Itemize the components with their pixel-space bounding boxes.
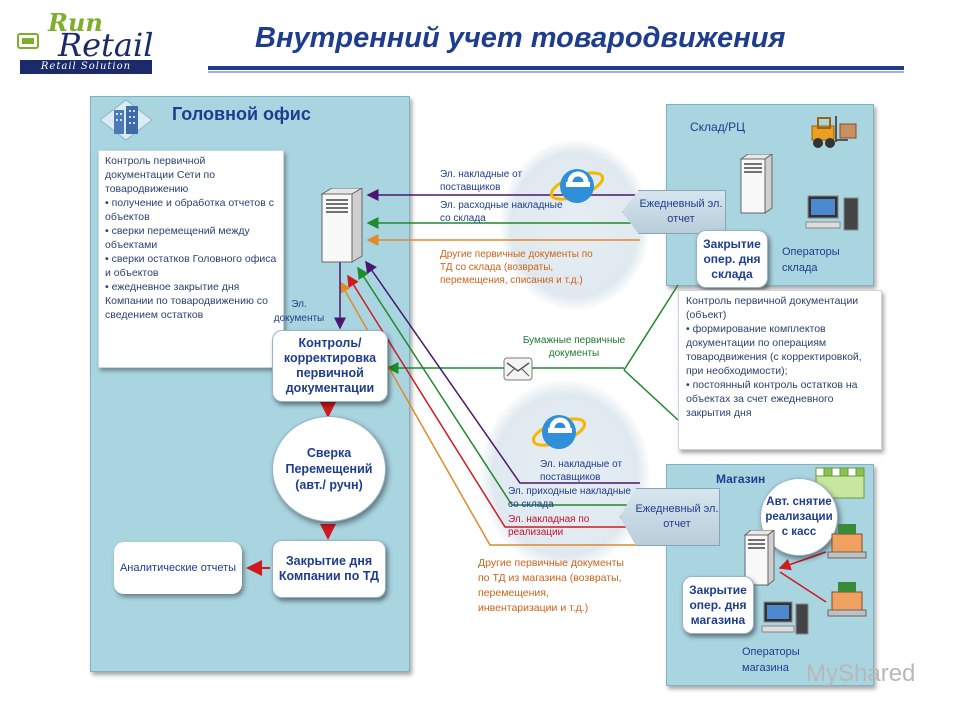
arrow-shop-other [339, 280, 640, 546]
head-office-control-box: Контроль первичной документации Сети по … [98, 150, 284, 368]
shop-receipt-invoices-label: Эл. приходные накладные со склада [508, 486, 631, 510]
shop-other-docs-label: Другие первичные документы по ТД из мага… [478, 557, 624, 614]
cash-register-icon [827, 582, 867, 617]
el-docs-label: Эл. документы [273, 299, 325, 324]
warehouse-title: Склад/РЦ [690, 120, 745, 134]
cloud-bottom [480, 380, 650, 570]
server-icon [739, 154, 773, 214]
wh-expense-invoices-label: Эл. расходные накладные со склада [440, 200, 563, 224]
control-correction-box: Контроль/ корректировка первичной докуме… [272, 330, 388, 402]
analytic-reports-box: Аналитические отчеты [114, 542, 242, 594]
wh-daily-report: Ежедневный эл. отчет [622, 190, 726, 234]
shop-daily-report: Ежедневный эл. отчет [620, 488, 720, 546]
logo-retail: Retail [58, 26, 154, 64]
forklift-icon [811, 116, 857, 148]
arrow-shop-receipt [357, 266, 640, 506]
wh-close-day: Закрытие опер. дня склада [696, 230, 768, 288]
building-icon [99, 99, 153, 141]
reconcile-circle: Сверка Перемещений (авт./ ручн) [272, 416, 386, 522]
computer-icon [805, 195, 859, 231]
title-rule [208, 66, 904, 70]
hq-box-line: • получение и обработка отчетов с объект… [105, 197, 274, 223]
wh-operators: Операторы склада [782, 246, 840, 274]
hq-box-line: • сверки перемещений между объектами [105, 225, 250, 251]
run-retail-logo: Run Retail Retail Solution [14, 8, 154, 74]
arrow-register2 [779, 571, 827, 603]
close-day-box: Закрытие дня Компании по ТД [272, 540, 386, 598]
arrow-shop-supplier [365, 260, 640, 484]
internet-explorer-icon [549, 169, 605, 203]
cash-register-icon [827, 524, 867, 559]
wh-box-line: • формирование комплектов документации п… [686, 323, 862, 377]
computer-icon [761, 601, 809, 635]
wh-other-docs-label: Другие первичные документы по ТД со скла… [440, 249, 593, 286]
head-office-title: Головной офис [172, 104, 311, 124]
wh-box-line: Контроль первичной документации (объект) [686, 295, 859, 321]
globe-icon [17, 33, 39, 49]
warehouse-control-box: Контроль первичной документации (объект)… [678, 290, 882, 450]
envelope-icon [503, 357, 533, 381]
shop-close-day: Закрытие опер. дня магазина [682, 576, 754, 634]
watermark-text: MyShared [806, 660, 916, 687]
arrow-wh-paper [623, 284, 679, 371]
paper-docs-label: Бумажные первичные документы [522, 335, 626, 359]
shop-supplier-invoices-label: Эл. накладные от поставщиков [540, 459, 623, 483]
hq-box-line: Контроль первичной документации Сети по … [105, 155, 216, 195]
hq-box-line: • сверки остатков Головного офиса и объе… [105, 253, 277, 279]
shop-operators: Операторы магазина [742, 646, 800, 674]
title-rule-shadow [208, 71, 904, 73]
arrow-shop-sales [347, 274, 640, 528]
logo-solution: Retail Solution [20, 60, 152, 74]
server-icon [320, 188, 363, 263]
internet-explorer-icon [531, 415, 587, 449]
shop-title: Магазин [716, 472, 766, 486]
cloud-top [500, 140, 650, 310]
arrow-register1 [778, 551, 827, 571]
server-icon [743, 530, 775, 586]
wh-box-line: • постоянный контроль остатков на объект… [686, 379, 858, 419]
auto-removal-circle: Авт. снятие реализации с касс [760, 478, 838, 556]
hq-box-line: • ежедневное закрытие дня Компании по то… [105, 281, 268, 321]
wh-supplier-invoices-label: Эл. накладные от поставщиков [440, 169, 523, 193]
page-title: Внутренний учет товародвижения [255, 22, 786, 54]
shop-sales-invoice-label: Эл. накладная по реализации [508, 514, 590, 538]
arrow-wh-box-paper [623, 369, 679, 421]
logo-run: Run [48, 8, 103, 37]
watermark: MyShared [806, 660, 915, 688]
